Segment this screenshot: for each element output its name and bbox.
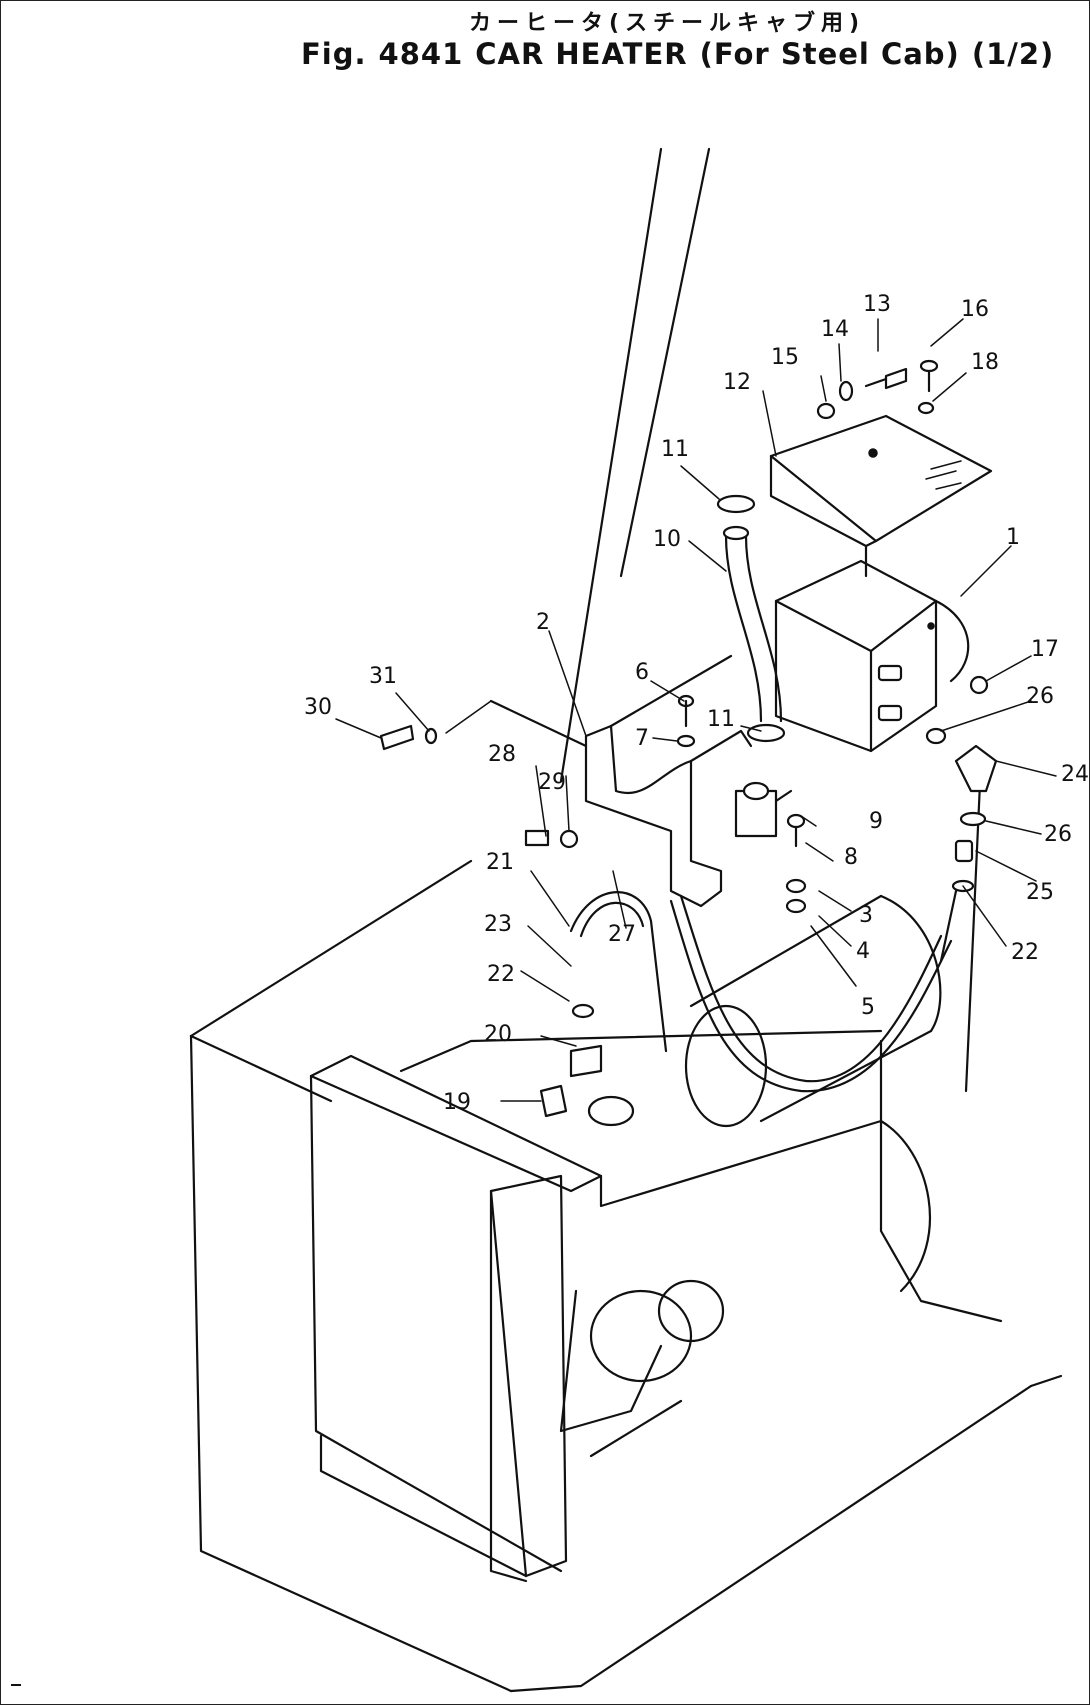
callout-27: 27 (608, 922, 636, 947)
cover-plate (769, 414, 993, 578)
callout-22a: 22 (487, 962, 515, 987)
mounting-bracket (489, 654, 753, 908)
callout-11a: 11 (661, 437, 689, 462)
leader-lines (335, 318, 1057, 1102)
callout-26a: 26 (1026, 684, 1054, 709)
heater-hose (716, 494, 786, 743)
figure-title: Fig. 4841 CAR HEATER (For Steel Cab) (1/2) (301, 37, 1066, 71)
callout-18: 18 (971, 350, 999, 375)
title-japanese: カーヒータ(スチールキャブ用) (469, 11, 866, 36)
callout-26b: 26 (1044, 822, 1072, 847)
cock-valve (734, 781, 793, 838)
callout-17: 17 (1031, 637, 1059, 662)
callout-10: 10 (653, 527, 681, 552)
callout-29: 29 (538, 770, 566, 795)
callout-22b: 22 (1011, 940, 1039, 965)
callout-6: 6 (635, 660, 649, 685)
heater-unit (774, 559, 970, 753)
callout-9: 9 (869, 809, 883, 834)
cab-pillar (559, 147, 711, 783)
variant-label: (For Steel Cab) (699, 37, 960, 71)
sheet-number: (1/2) (971, 37, 1055, 71)
callout-1: 1 (1006, 525, 1020, 550)
fig-label: Fig. (301, 37, 367, 71)
callout-7: 7 (635, 726, 649, 751)
callout-20: 20 (484, 1022, 512, 1047)
callout-28: 28 (488, 742, 516, 767)
corner-mark (11, 1684, 21, 1686)
callout-15: 15 (771, 345, 799, 370)
part-name: CAR HEATER (475, 37, 688, 71)
callout-12: 12 (723, 370, 751, 395)
machine-floor (189, 859, 1063, 1693)
callout-24: 24 (1061, 762, 1089, 787)
callout-11b: 11 (707, 707, 735, 732)
callout-25: 25 (1026, 880, 1054, 905)
callout-8: 8 (844, 845, 858, 870)
engine-fan (559, 1119, 932, 1458)
callout-21: 21 (486, 850, 514, 875)
callout-30: 30 (304, 695, 332, 720)
callout-labels: 1 2 3 4 5 6 7 8 9 10 11 11 12 13 14 15 1… (304, 292, 1089, 1115)
callout-31: 31 (369, 664, 397, 689)
radiator-block (309, 1029, 883, 1583)
callout-3: 3 (859, 903, 873, 928)
fig-number: 4841 (378, 37, 464, 71)
fasteners (379, 359, 998, 1127)
callout-19: 19 (443, 1090, 471, 1115)
callout-4: 4 (856, 939, 870, 964)
callout-5: 5 (861, 995, 875, 1020)
callout-2: 2 (536, 610, 550, 635)
callout-14: 14 (821, 317, 849, 342)
callout-23: 23 (484, 912, 512, 937)
callout-13: 13 (863, 292, 891, 317)
callout-16: 16 (961, 297, 989, 322)
